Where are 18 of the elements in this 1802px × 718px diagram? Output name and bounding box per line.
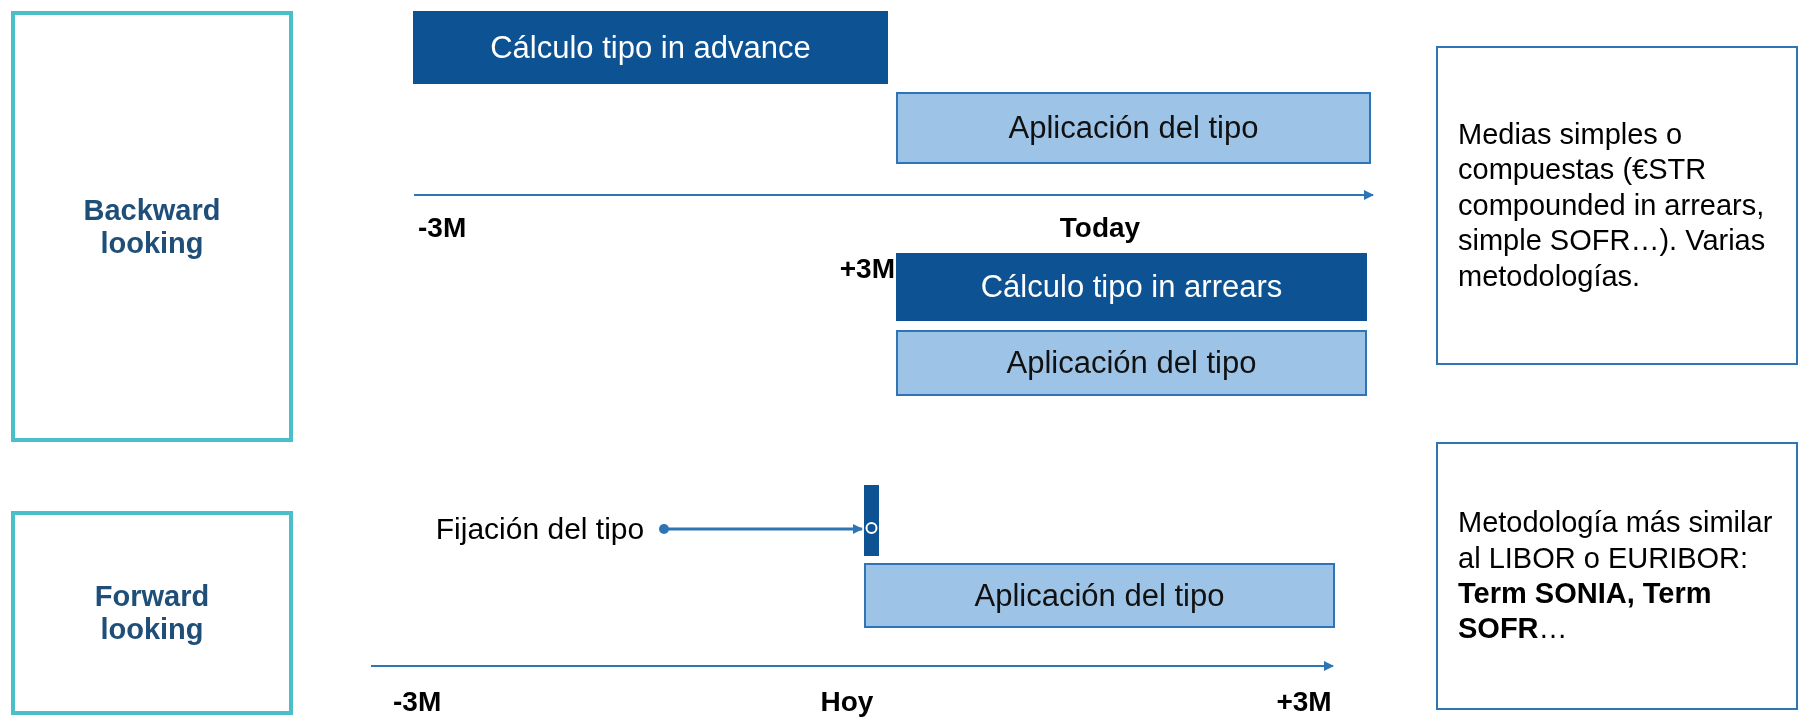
period-bar: Aplicación del tipo: [896, 92, 1371, 164]
axis-label: -3M: [418, 212, 467, 244]
axis-label: Hoy: [820, 686, 874, 718]
period-bar: Cálculo tipo in advance: [413, 11, 888, 84]
axis-label: +3M: [839, 253, 895, 285]
note-box: Medias simples o compuestas (€STR compounded in arrears, simple SOFR…). Varias metodologías.: [1436, 46, 1798, 365]
period-bar: Aplicación del tipo: [864, 563, 1335, 628]
note-box: Metodología más similar al LIBOR o EURIBOR: Term SONIA, Term SOFR…: [1436, 442, 1798, 710]
category-box: Backward looking: [11, 11, 293, 442]
period-bar: Cálculo tipo in arrears: [896, 253, 1367, 321]
annotation-text: Fijación del tipo: [418, 508, 662, 550]
axis-label: Today: [1059, 212, 1141, 244]
category-box: Forward looking: [11, 511, 293, 715]
period-bar: Aplicación del tipo: [896, 330, 1367, 396]
arrow: [659, 524, 863, 534]
axis-label: +3M: [1276, 686, 1332, 718]
axis-label: -3M: [393, 686, 442, 718]
time-marker: [864, 485, 879, 556]
